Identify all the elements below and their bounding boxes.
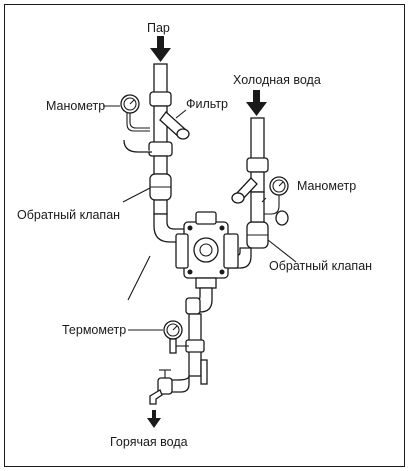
check-valve-right-leader [267,239,297,263]
manometer-right-leader [261,197,267,203]
filter-leader [175,109,187,119]
label-manometer-right: Манометр [297,179,356,193]
label-check-valve-right: Обратный клапан [269,259,372,273]
label-cold-water: Холодная вода [233,73,321,87]
steam-filter [159,111,190,140]
steam-inlet-arrow [150,36,171,62]
label-hot-water: Горячая вода [110,435,188,449]
label-steam: Пар [147,21,170,35]
check-valve-left [149,173,172,215]
label-manometer-left: Манометр [46,99,105,113]
manometer-left-gauge [120,94,152,153]
cold-water-filter [231,177,258,204]
hot-water-tap [149,369,173,405]
label-thermometer: Термометр [62,323,126,337]
diagram-frame [4,4,405,467]
thermometer-gauge [163,320,189,354]
cold-filter-leader [127,255,151,301]
mixing-valve [175,211,239,289]
check-valve-left-leader [122,187,151,203]
hot-water-outlet-arrow [147,410,161,428]
check-valve-right [246,191,269,249]
manometer-right-gauge [264,176,289,226]
cold-water-inlet-arrow [246,90,267,116]
label-filter: Фильтр [186,97,228,111]
hot-water-pipe [169,287,213,393]
label-check-valve-left: Обратный клапан [17,208,120,222]
